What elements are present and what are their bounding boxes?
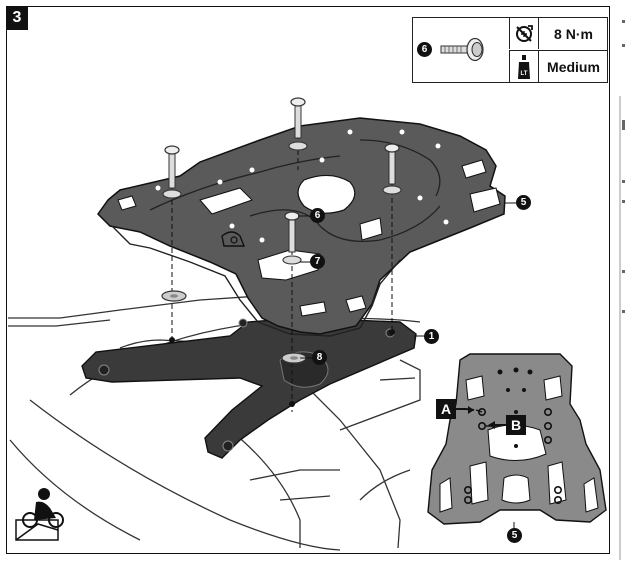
torque-row: 8 N·m (509, 18, 608, 49)
detail-label-b: B (506, 415, 526, 435)
callout-base-plate: 1 (424, 329, 439, 344)
callout-leaders (298, 202, 516, 528)
fasteners (161, 97, 402, 412)
top-rack (97, 117, 506, 337)
torque-spec-box: 6 8 N·m LT (412, 17, 608, 83)
threadlocker-value: Medium (547, 58, 600, 75)
threadlocker-bottle-icon: LT (518, 54, 530, 79)
motorcycle-rider-icon (15, 488, 64, 541)
callout-detail-rack: 5 (507, 528, 522, 543)
page-edge-strip (616, 0, 628, 560)
step-number-badge: 3 (6, 6, 28, 30)
callout-rack: 5 (516, 195, 531, 210)
screw-part-area: 6 (413, 18, 507, 81)
callout-screw: 6 (310, 208, 325, 223)
callout-washer-bottom: 8 (312, 350, 327, 365)
callout-washer-top: 7 (310, 254, 325, 269)
base-plate (81, 317, 417, 459)
threadlocker-icon-label: LT (521, 71, 528, 77)
detail-label-a: A (436, 399, 456, 419)
threadlocker-row: LT Medium (509, 50, 608, 82)
torque-value: 8 N·m (554, 25, 593, 42)
torque-wrench-icon (516, 24, 533, 42)
detail-rack-view (427, 353, 607, 525)
screw-icon (440, 37, 484, 62)
spec-part-callout: 6 (417, 42, 432, 57)
